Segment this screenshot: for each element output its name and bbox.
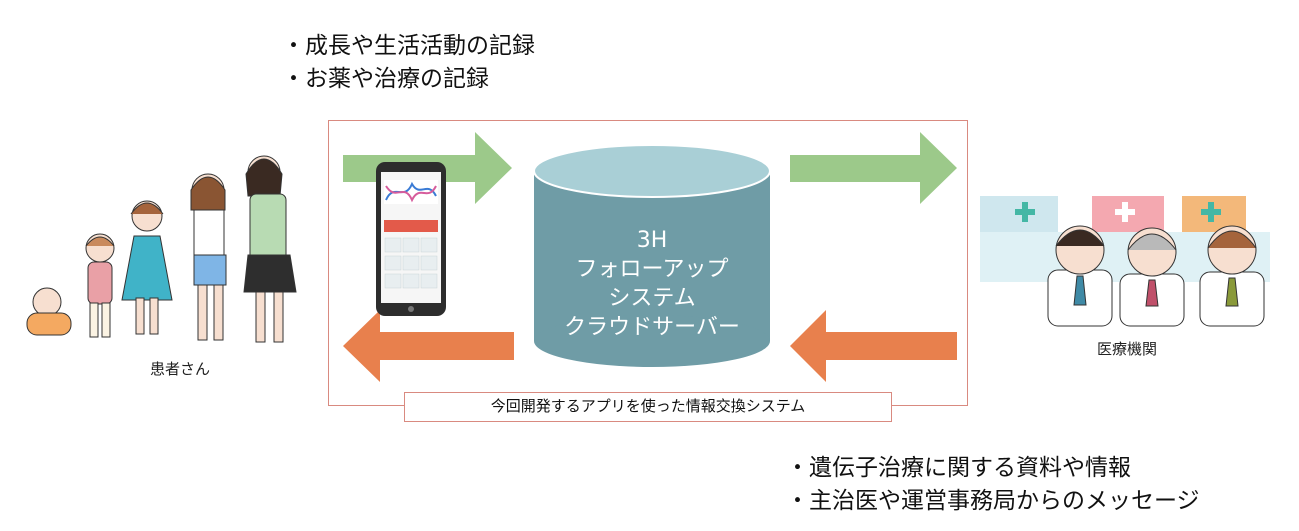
server-line-3: システム [608, 286, 695, 311]
server-line-2: フォローアップ [575, 257, 728, 282]
arrow-medical-to-server [790, 310, 957, 382]
note-messages: ・主治医や運営事務局からのメッセージ [786, 488, 1200, 514]
server-line-4: クラウドサーバー [564, 315, 740, 340]
medical-institution-illustration [980, 196, 1270, 327]
medical-label: 医療機関 [1097, 340, 1158, 358]
hospital-plus-icon [1015, 202, 1035, 222]
patients-label: 患者さん [150, 360, 211, 378]
server-line-1: 3H [637, 228, 668, 253]
note-medication-treatment: ・お薬や治療の記録 [282, 66, 489, 92]
arrow-server-to-patients [343, 310, 514, 382]
top-notes: ・成長や生活活動の記録 ・お薬や治療の記録 [282, 30, 535, 96]
note-growth-activity: ・成長や生活活動の記録 [282, 33, 535, 59]
bottom-notes: ・遺伝子治療に関する資料や情報 ・主治医や運営事務局からのメッセージ [786, 452, 1200, 518]
system-caption: 今回開発するアプリを使った情報交換システム [404, 392, 892, 422]
cloud-server-cylinder [533, 144, 771, 367]
note-gene-therapy-info: ・遺伝子治療に関する資料や情報 [786, 455, 1131, 481]
arrow-server-to-medical [790, 132, 957, 204]
smartphone-icon [376, 162, 446, 316]
patients-illustration [26, 155, 297, 343]
